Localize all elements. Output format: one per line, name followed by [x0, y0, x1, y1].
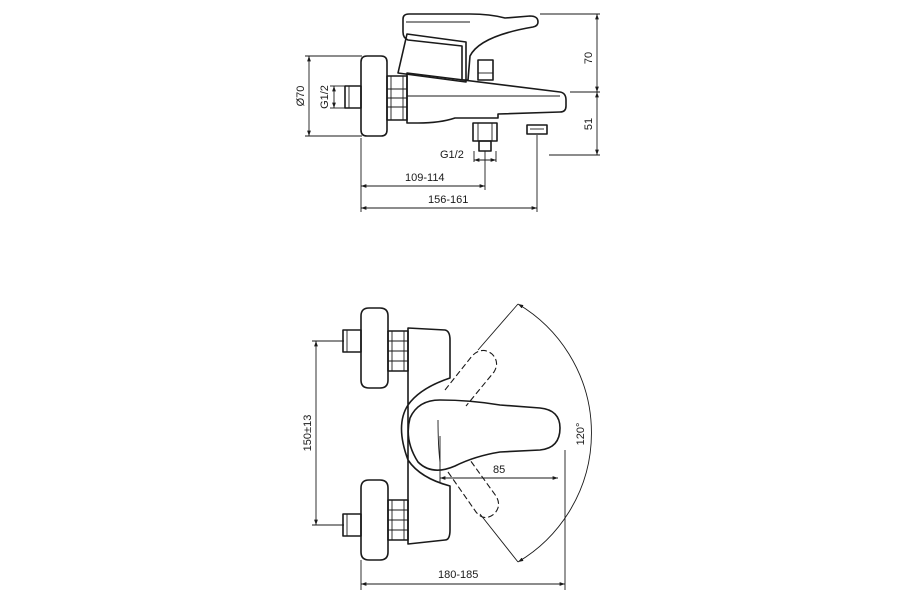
dimension-height-bottom: 51 — [549, 92, 600, 156]
dimension-projection-total: 156-161 — [361, 135, 538, 212]
side-view: 70 51 Ø70 G1/2 G1/2 — [295, 13, 600, 212]
dimension-rotation-angle: 120° — [477, 303, 592, 563]
dimension-label-thread-outlet: G1/2 — [440, 149, 464, 161]
diverter-knob — [477, 59, 494, 81]
dimension-label-diameter: Ø70 — [295, 86, 307, 107]
mixer-body — [406, 72, 567, 124]
hex-nut — [386, 75, 408, 121]
dimension-label-120: 120° — [575, 423, 587, 446]
shower-outlet — [472, 122, 498, 152]
inlet-thread-stub — [344, 85, 362, 109]
top-view: 150±13 85 120° 180-185 — [302, 303, 592, 590]
upper-inlet — [342, 307, 409, 389]
dimension-thread-inlet: G1/2 — [319, 85, 346, 109]
lever-top — [407, 399, 561, 471]
dimension-label-thread-inlet: G1/2 — [319, 85, 331, 109]
lever-handle — [402, 13, 539, 81]
dimension-label-150: 150±13 — [302, 415, 314, 452]
dimension-label-109-114: 109-114 — [405, 172, 445, 184]
cartridge-housing — [397, 33, 467, 83]
lever-position-left — [444, 349, 498, 407]
dimension-height-top: 70 — [540, 13, 600, 93]
dimension-overall-width: 180-185 — [360, 450, 566, 590]
lever-position-right — [447, 459, 500, 519]
dimension-handle-offset: 85 — [439, 436, 558, 482]
dimension-label-85: 85 — [493, 464, 505, 476]
dimension-diameter: Ø70 — [295, 55, 362, 137]
dimension-label-70: 70 — [583, 52, 595, 64]
mixer-body-top — [400, 327, 451, 545]
dimension-label-180-185: 180-185 — [438, 569, 478, 581]
wall-flange — [360, 55, 388, 137]
spout-aerator — [526, 124, 548, 135]
dimension-label-51: 51 — [583, 118, 595, 130]
dimension-centre-distance: 150±13 — [302, 340, 344, 526]
dimension-label-156-161: 156-161 — [428, 194, 468, 206]
dimension-projection-spout: 109-114 — [360, 138, 486, 212]
lower-inlet — [342, 479, 409, 561]
